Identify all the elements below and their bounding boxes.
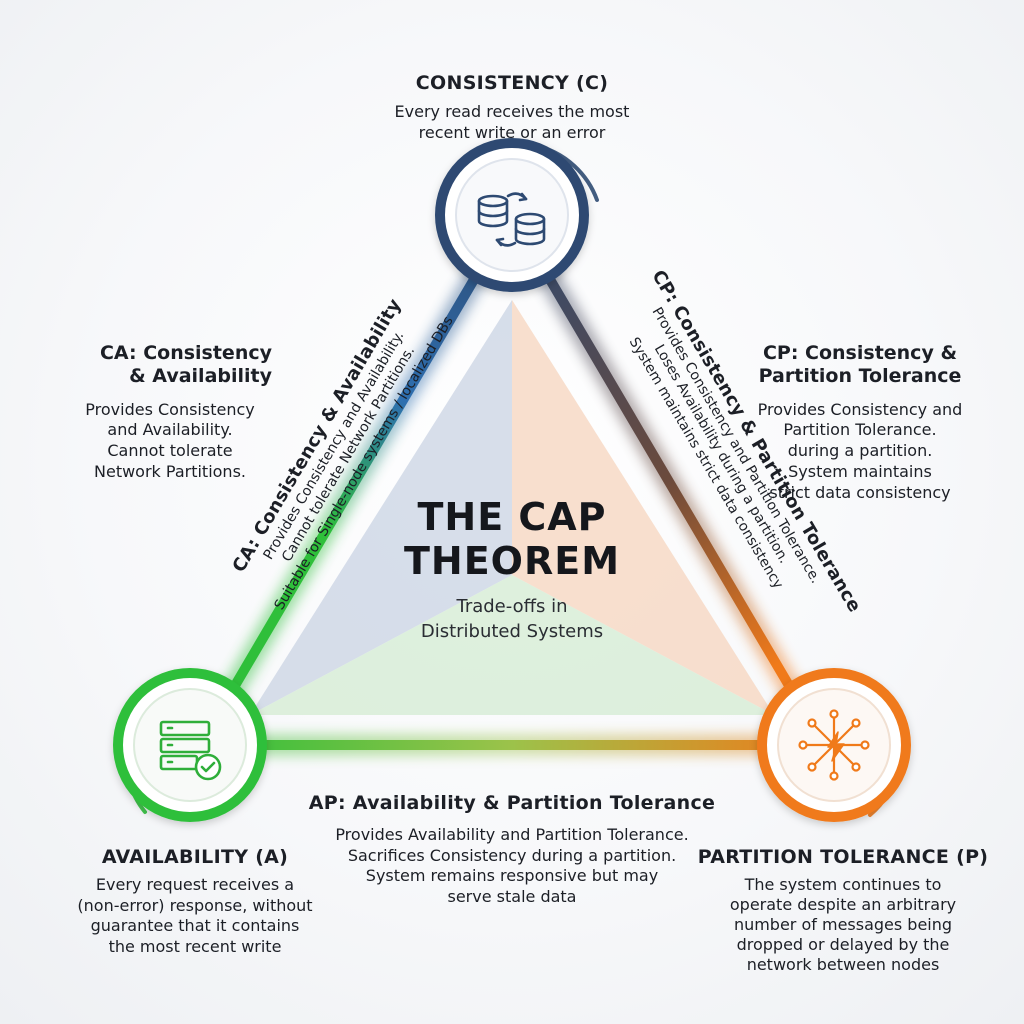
- availability-heading: AVAILABILITY (A): [101, 846, 289, 868]
- consistency-node: [435, 138, 599, 292]
- cp-outer-label: CP: Consistency & Partition Tolerance Pr…: [740, 342, 980, 504]
- partition-desc-line: dropped or delayed by the: [736, 934, 950, 954]
- partition-node: [757, 668, 911, 822]
- title-line: THE CAP: [417, 495, 607, 539]
- consistency-desc-line: recent write or an error: [418, 123, 606, 143]
- cp-outer-desc-line: strict data consistency: [769, 482, 951, 502]
- ca-outer-heading: & Availability: [129, 364, 272, 387]
- ap-desc-line: System remains responsive but may: [365, 866, 659, 886]
- ap-label: AP: Availability & Partition Tolerance P…: [282, 792, 742, 908]
- server-check-icon: [159, 720, 222, 781]
- availability-desc-line: (non-error) response, without: [77, 895, 313, 915]
- cp-outer-desc-line: Provides Consistency and: [757, 399, 963, 419]
- availability-node: [113, 668, 267, 822]
- ca-region: [250, 300, 512, 715]
- consistency-desc-line: Every read receives the most: [394, 101, 630, 121]
- ap-desc-line: Sacrifices Consistency during a partitio…: [347, 845, 677, 865]
- edge-ca: [195, 210, 517, 750]
- partition-desc-line: number of messages being: [733, 914, 953, 934]
- ap-desc-line: Provides Availability and Partition Tole…: [335, 824, 689, 844]
- cp-region: [512, 300, 774, 715]
- partition-heading: PARTITION TOLERANCE (P): [697, 846, 989, 868]
- ca-outer-desc-line: Network Partitions.: [94, 461, 246, 481]
- ap-desc-line: serve stale data: [447, 887, 577, 907]
- cp-outer-desc-line: Partition Tolerance.: [783, 420, 937, 440]
- cp-outer-heading: CP: Consistency &: [762, 342, 958, 364]
- diagram-subtitle: Trade-offs in Distributed Systems: [362, 594, 662, 644]
- ap-heading: AP: Availability & Partition Tolerance: [308, 792, 716, 814]
- ca-outer-desc-line: Provides Consistency: [85, 399, 255, 419]
- cp-outer-desc-line: during a partition.: [787, 441, 933, 461]
- cp-outer-desc-line: System maintains: [788, 461, 932, 481]
- partition-desc-line: The system continues to: [744, 874, 942, 894]
- availability-desc-line: Every request receives a: [95, 874, 295, 894]
- cp-outer-heading: Partition Tolerance: [758, 364, 962, 387]
- subtitle-line: Distributed Systems: [420, 621, 604, 643]
- partition-desc-line: operate despite an arbitrary: [729, 894, 957, 914]
- edge-cp: [507, 210, 829, 750]
- ca-outer-desc-line: Cannot tolerate: [107, 441, 233, 461]
- network-lightning-icon: [798, 709, 870, 781]
- ap-region: [250, 575, 774, 715]
- database-sync-icon: [477, 192, 546, 247]
- availability-desc-line: guarantee that it contains: [90, 916, 300, 936]
- diagram-title: THE CAP THEOREM: [362, 495, 662, 583]
- availability-desc-line: the most recent write: [108, 937, 282, 957]
- ca-outer-label: CA: Consistency & Availability Provides …: [50, 342, 290, 483]
- availability-label: AVAILABILITY (A) Every request receives …: [45, 846, 345, 958]
- title-line: THEOREM: [403, 538, 621, 583]
- subtitle-line: Trade-offs in: [456, 596, 568, 617]
- consistency-label: CONSISTENCY (C) Every read receives the …: [312, 72, 712, 144]
- consistency-heading: CONSISTENCY (C): [415, 72, 609, 94]
- partition-desc-line: network between nodes: [746, 954, 940, 974]
- partition-label: PARTITION TOLERANCE (P) The system conti…: [690, 846, 996, 975]
- ca-outer-heading: CA: Consistency: [99, 342, 272, 364]
- ca-outer-desc-line: and Availability.: [107, 420, 233, 440]
